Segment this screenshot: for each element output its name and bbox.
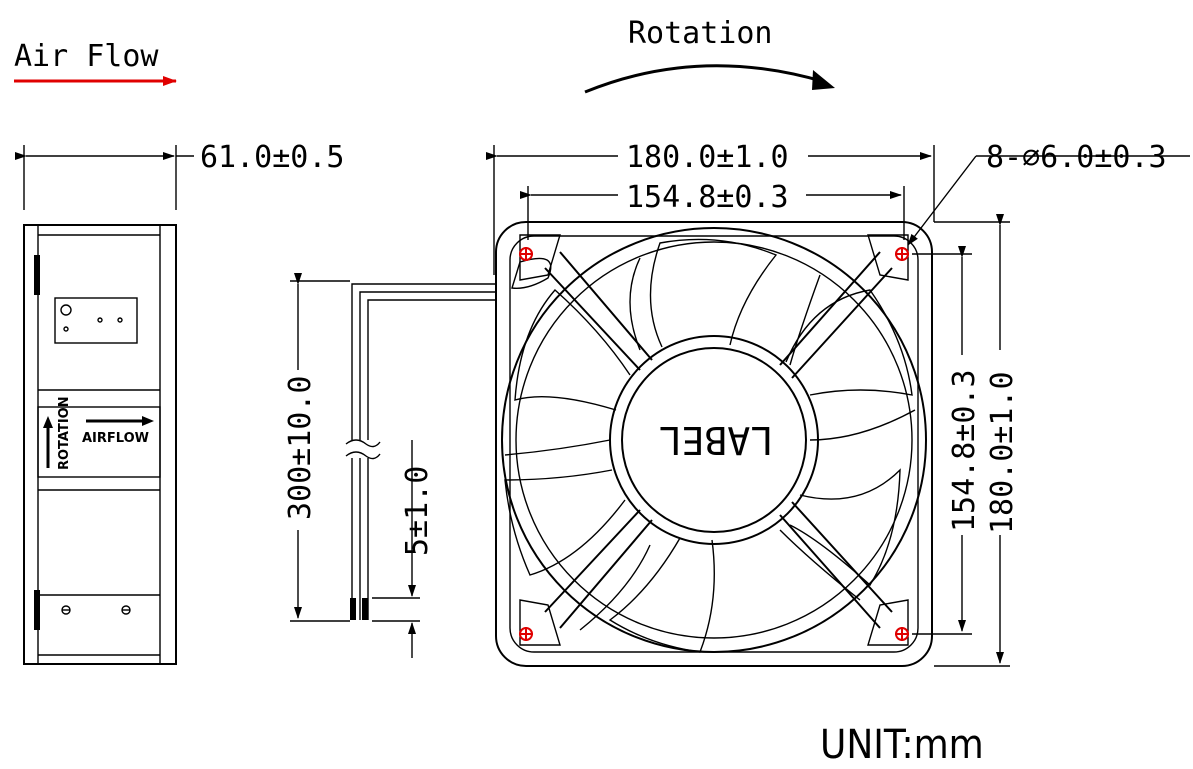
wire-2 bbox=[359, 291, 496, 620]
mount-hole-tr bbox=[895, 247, 909, 261]
fan-frame-outer bbox=[495, 221, 933, 667]
mount-hole-bl bbox=[519, 627, 533, 641]
blade-2 bbox=[785, 289, 913, 396]
fan-hub-outer bbox=[609, 335, 819, 545]
side-label-panel bbox=[37, 406, 161, 478]
fan-blades bbox=[504, 238, 916, 653]
fan-hub-inner bbox=[621, 347, 807, 533]
mount-hole-br bbox=[895, 627, 909, 641]
blade-5 bbox=[504, 469, 626, 576]
side-width-dim: 61.0±0.5 bbox=[200, 140, 345, 175]
wire-length-dim: 300±10.0 bbox=[283, 376, 318, 521]
front-view: 180.0±1.0 154.8±0.3 8-∅6.0±0.3 bbox=[486, 140, 1190, 667]
side-airflow-text: AIRFLOW bbox=[82, 431, 149, 446]
hole-spacing-v-dim: 154.8±0.3 bbox=[947, 369, 982, 532]
fan-venturi-inner bbox=[515, 241, 913, 639]
mounting-holes bbox=[519, 247, 909, 641]
fan-spokes bbox=[511, 251, 893, 629]
rotation-arrowhead bbox=[812, 70, 835, 90]
mount-hole-tl bbox=[519, 247, 533, 261]
side-view: 61.0±0.5 ROTATION AIRFLOW bbox=[15, 140, 345, 665]
rotation-arc bbox=[584, 64, 826, 94]
overall-width-dim: 180.0±1.0 bbox=[626, 140, 789, 175]
fan-venturi-outer bbox=[501, 227, 927, 653]
overall-height-dim: 180.0±1.0 bbox=[985, 371, 1020, 534]
wire-strip-dim: 5±1.0 bbox=[400, 466, 435, 556]
blade-1 bbox=[649, 238, 778, 348]
blade-6 bbox=[514, 289, 631, 411]
air-flow-label: Air Flow bbox=[14, 39, 159, 74]
air-flow-indicator: Air Flow bbox=[14, 39, 177, 86]
rotation-label: Rotation bbox=[628, 16, 773, 51]
lead-wires: 300±10.0 5±1.0 bbox=[283, 273, 496, 658]
unit-label: UNIT:mm bbox=[820, 722, 984, 768]
wire-3 bbox=[367, 299, 496, 620]
rotation-indicator: Rotation bbox=[584, 16, 835, 94]
side-rotation-text: ROTATION bbox=[57, 396, 72, 470]
blade-3 bbox=[789, 468, 901, 587]
hole-spacing-h-dim: 154.8±0.3 bbox=[626, 180, 789, 215]
blade-4 bbox=[608, 537, 715, 653]
hub-label: LABEL bbox=[659, 418, 773, 462]
terminal-block bbox=[54, 297, 138, 344]
side-outline bbox=[23, 224, 177, 665]
holes-dim: 8-∅6.0±0.3 bbox=[986, 140, 1167, 175]
holes-leader bbox=[907, 155, 977, 246]
wire-1 bbox=[351, 283, 496, 620]
side-rotation-arrow bbox=[43, 416, 53, 428]
side-airflow-arrow bbox=[142, 416, 154, 426]
